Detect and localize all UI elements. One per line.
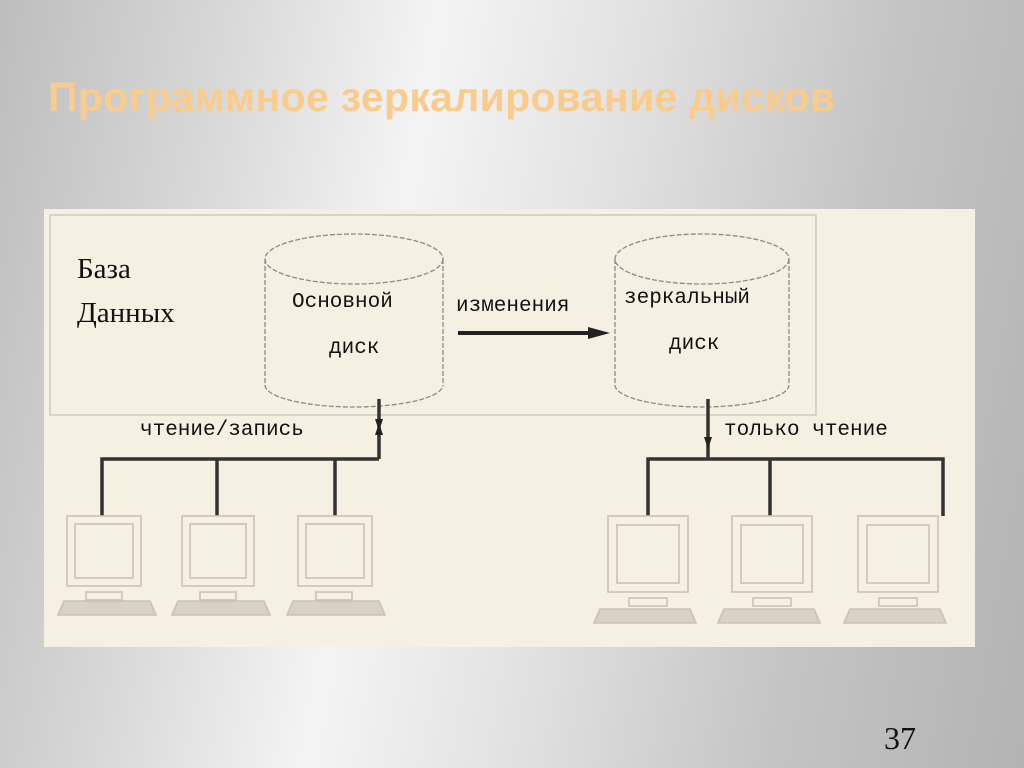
- primary-disk-icon: [264, 233, 444, 408]
- read-only-label: только чтение: [724, 419, 888, 442]
- computer-icon: [592, 515, 698, 624]
- computer-icon: [842, 515, 948, 624]
- primary-disk-label-line1: Основной: [292, 291, 393, 314]
- database-group-box: [49, 214, 817, 416]
- read-write-label: чтение/запись: [140, 419, 304, 442]
- computer-icon: [170, 515, 272, 616]
- computer-icon: [56, 515, 158, 616]
- database-label-line1: База: [77, 253, 131, 285]
- computer-icon: [716, 515, 822, 624]
- mirroring-diagram: База Данных Основной диск изменения зерк…: [44, 209, 975, 647]
- right-down-arrow-icon: [704, 437, 712, 449]
- replication-arrow-icon: [458, 327, 610, 339]
- primary-disk-label-line2: диск: [329, 337, 380, 360]
- left-network-bus: [100, 399, 381, 516]
- replication-label: изменения: [456, 295, 570, 318]
- diagram-graphics: [49, 214, 948, 624]
- slide-title: Программное зеркалирование дисков: [48, 74, 836, 120]
- mirror-disk-icon: [614, 233, 790, 408]
- page-number: 37: [884, 720, 916, 756]
- mirror-disk-label-line2: диск: [669, 333, 720, 356]
- mirror-disk-label-line1: зеркальный: [624, 287, 751, 310]
- database-label-line2: Данных: [77, 297, 175, 329]
- right-network-bus: [646, 399, 945, 516]
- client-computers: [56, 515, 948, 624]
- computer-icon: [285, 515, 387, 616]
